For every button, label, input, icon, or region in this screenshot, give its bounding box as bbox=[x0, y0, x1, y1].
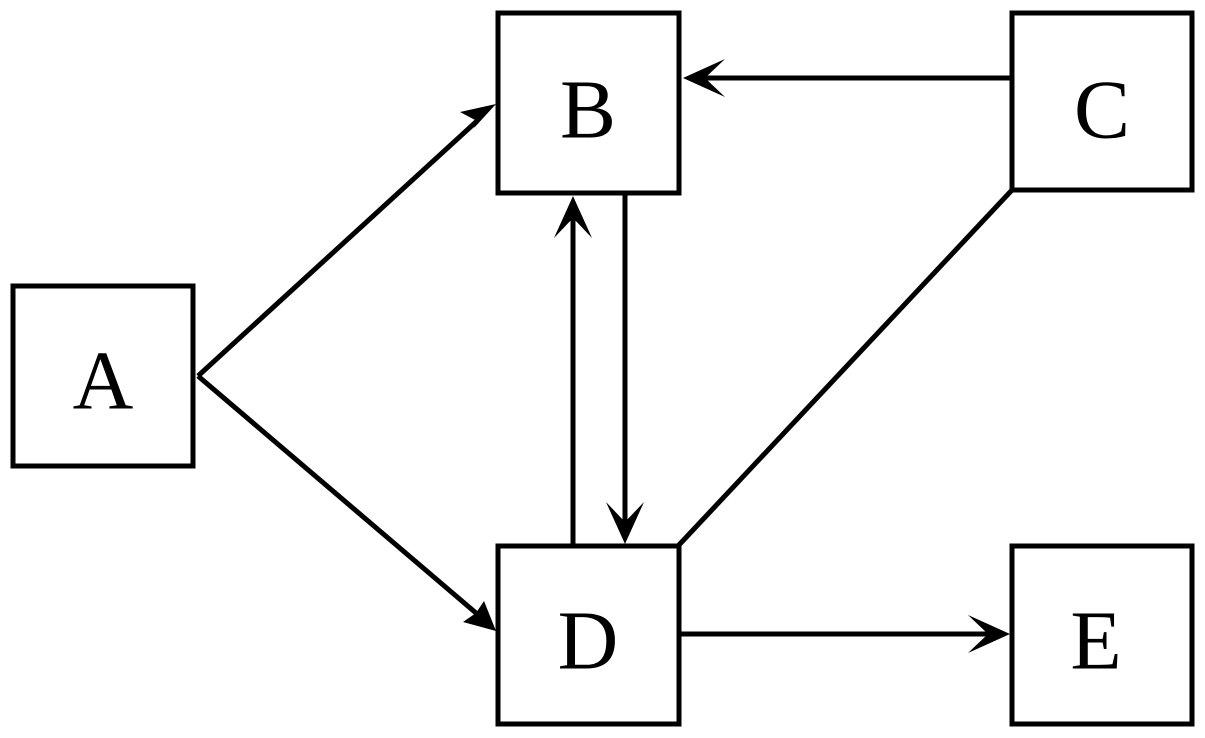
edge-a-to-b bbox=[196, 104, 496, 378]
arrowhead bbox=[968, 615, 1010, 653]
node-label: B bbox=[560, 64, 616, 157]
edges-layer bbox=[196, 59, 1014, 653]
edge-a-to-d bbox=[196, 374, 496, 631]
arrowhead bbox=[683, 59, 725, 97]
arrowhead bbox=[460, 104, 496, 128]
arrowhead bbox=[463, 601, 496, 631]
node-box bbox=[495, 10, 682, 196]
node-box bbox=[1009, 10, 1195, 193]
edge-d-to-b bbox=[554, 196, 592, 546]
edge-c-to-b bbox=[683, 59, 1012, 97]
node-e: E bbox=[1009, 543, 1195, 727]
node-box bbox=[495, 543, 682, 727]
nodes-layer: A B C D E bbox=[10, 10, 1195, 727]
arrowhead bbox=[554, 196, 592, 238]
node-label: A bbox=[73, 335, 134, 428]
node-label: E bbox=[1070, 595, 1121, 688]
node-d: D bbox=[495, 543, 682, 727]
node-box bbox=[1009, 543, 1195, 727]
node-label: C bbox=[1074, 64, 1130, 157]
arrowhead bbox=[606, 502, 644, 544]
edge-line bbox=[196, 119, 479, 378]
node-label: D bbox=[558, 595, 619, 688]
edge-b-to-d bbox=[606, 194, 644, 544]
node-box bbox=[10, 283, 196, 469]
edge-line bbox=[196, 374, 478, 615]
edge-line bbox=[676, 188, 1014, 548]
node-b: B bbox=[495, 10, 682, 196]
node-c: C bbox=[1009, 10, 1195, 193]
edge-d-to-e bbox=[679, 615, 1010, 653]
node-a: A bbox=[10, 283, 196, 469]
edge-c-to-d bbox=[676, 188, 1014, 548]
